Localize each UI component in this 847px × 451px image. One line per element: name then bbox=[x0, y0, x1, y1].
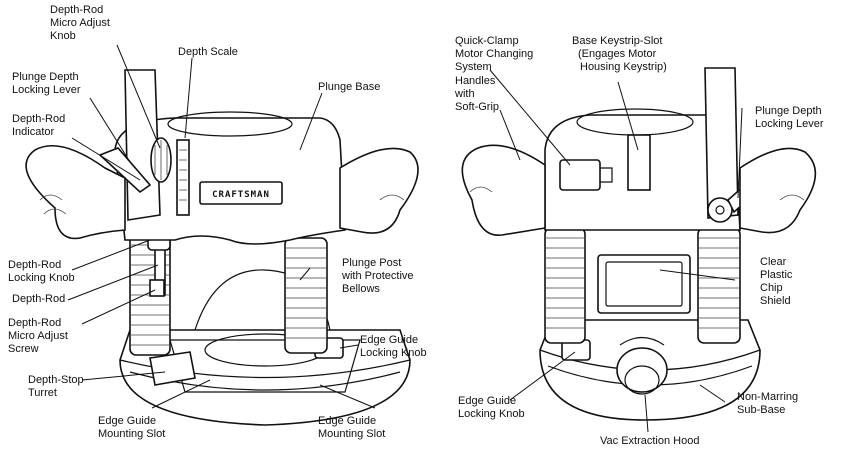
label-plunge-depth-locking-lever-left: Plunge Depth Locking Lever bbox=[12, 71, 82, 96]
label-depth-rod-indicator: Depth-Rod Indicator bbox=[12, 113, 68, 138]
label-handles-with-soft-grip: Handles with Soft-Grip bbox=[454, 75, 499, 113]
label-plunge-base: Plunge Base bbox=[318, 81, 380, 93]
label-edge-guide-mounting-slot-right: Edge Guide Mounting Slot bbox=[318, 415, 385, 440]
bellows-left-2 bbox=[544, 227, 586, 344]
left-router-illustration: CRAFTSMAN bbox=[25, 69, 419, 426]
label-depth-rod-locking-knob: Depth-Rod Locking Knob bbox=[8, 259, 75, 284]
label-plunge-post-with-protective-bellows: Plunge Post with Protective Bellows bbox=[341, 257, 417, 295]
label-edge-guide-locking-knob-left: Edge Guide Locking Knob bbox=[360, 334, 427, 359]
brand-text: CRAFTSMAN bbox=[212, 190, 270, 200]
label-depth-rod: Depth-Rod bbox=[12, 293, 65, 305]
handle-right-2 bbox=[739, 147, 817, 234]
label-edge-guide-locking-knob-right: Edge Guide Locking Knob bbox=[458, 395, 525, 420]
label-non-marring-sub-base: Non-Marring Sub-Base bbox=[737, 391, 801, 416]
label-edge-guide-mounting-slot-left: Edge Guide Mounting Slot bbox=[98, 415, 165, 440]
label-depth-rod-micro-adjust-knob: Depth-Rod Micro Adjust Knob bbox=[50, 4, 113, 42]
label-quick-clamp-motor-changing-system: Quick-Clamp Motor Changing System bbox=[455, 35, 536, 73]
bellows-right-1 bbox=[284, 237, 328, 354]
handle-left-2 bbox=[461, 144, 546, 236]
label-vac-extraction-hood: Vac Extraction Hood bbox=[600, 435, 699, 447]
label-depth-rod-micro-adjust-screw: Depth-Rod Micro Adjust Screw bbox=[8, 317, 71, 355]
label-plunge-depth-locking-lever-right: Plunge Depth Locking Lever bbox=[755, 105, 825, 130]
craftsman-badge bbox=[199, 181, 283, 205]
right-router-illustration bbox=[461, 67, 817, 421]
handle-right-1 bbox=[339, 147, 419, 234]
label-depth-stop-turret: Depth-Stop Turret bbox=[28, 374, 87, 399]
handle-left-1 bbox=[25, 144, 126, 240]
label-base-keystrip-slot: Base Keystrip-Slot (Engages Motor Housin… bbox=[572, 35, 667, 73]
chip-shield bbox=[597, 254, 691, 314]
bellows-right-2 bbox=[697, 227, 741, 344]
plunge-base-housing-left bbox=[114, 117, 346, 245]
labels: Depth-Rod Micro Adjust Knob Depth Scale … bbox=[8, 4, 825, 447]
label-clear-plastic-chip-shield: Clear Plastic Chip Shield bbox=[760, 256, 795, 307]
leader-lines bbox=[67, 44, 743, 433]
label-depth-scale: Depth Scale bbox=[178, 46, 238, 58]
